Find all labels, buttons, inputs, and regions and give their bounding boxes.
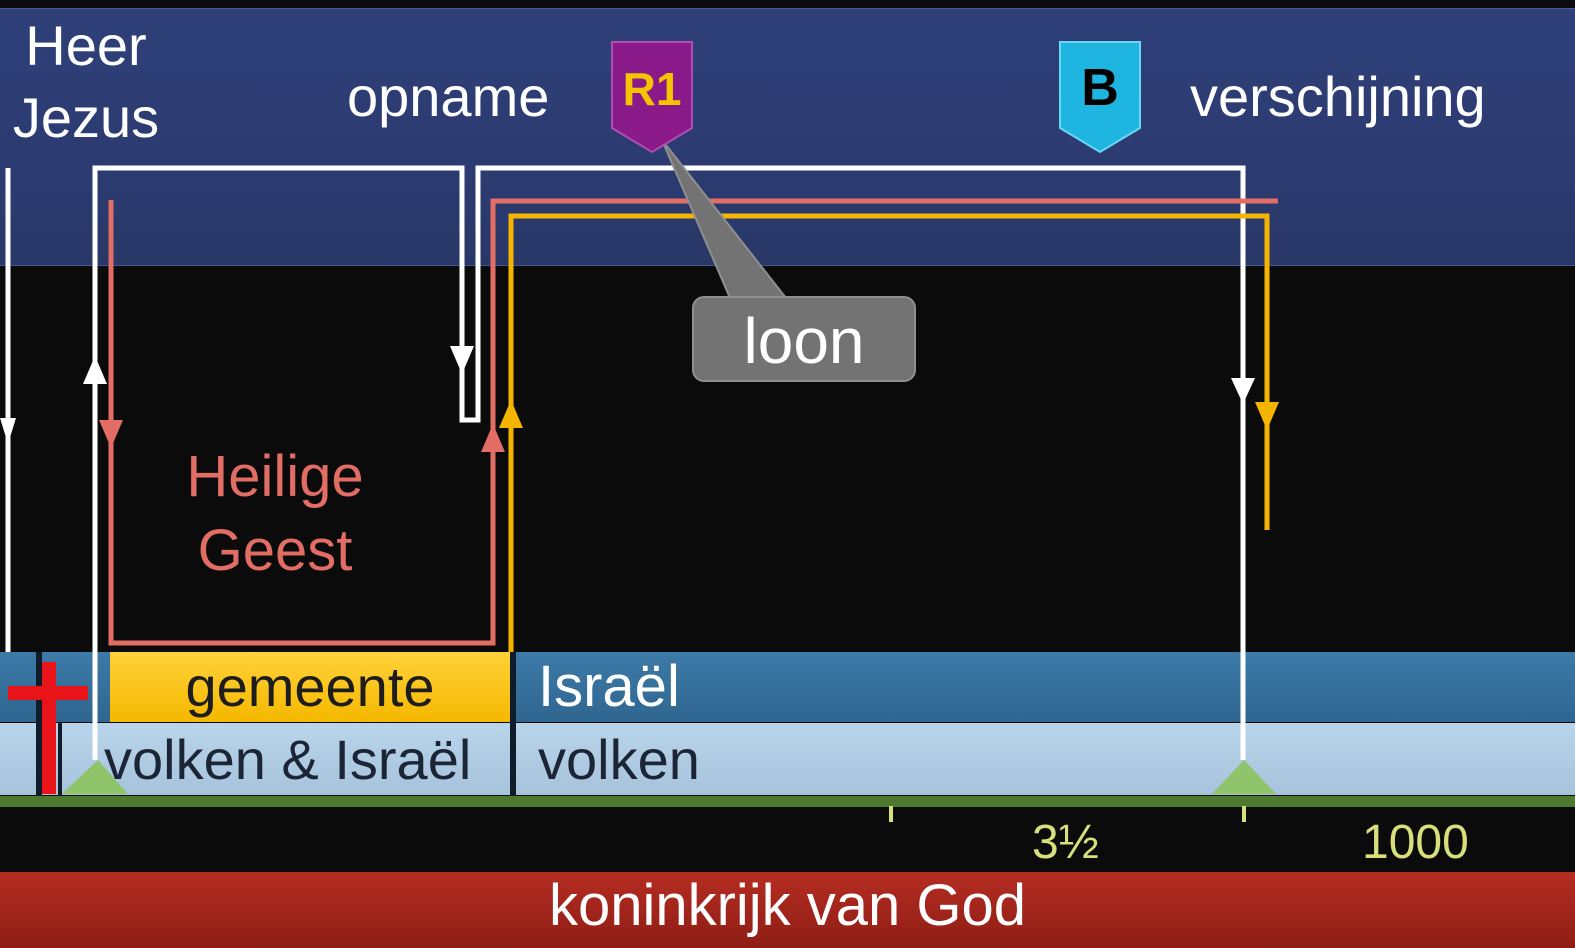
- kingdom-of-god-band: koninkrijk van God: [0, 872, 1575, 948]
- tick-mark: [889, 806, 893, 822]
- israel-label: Israël: [538, 654, 680, 719]
- tick-mark: [1242, 806, 1246, 822]
- arrow-down-icon: [1255, 402, 1279, 430]
- lord-descent-line: [0, 168, 16, 652]
- nations-row: [0, 723, 1575, 795]
- timeline-ground: [0, 796, 1575, 807]
- thousand-years-label: 1000: [1362, 816, 1469, 869]
- nations-label: volken: [538, 728, 700, 791]
- church-segment: gemeente: [110, 652, 510, 722]
- b-badge-icon: [1059, 41, 1141, 154]
- arrow-down-icon: [1231, 378, 1255, 404]
- nations-and-israel-label: volken & Israël: [104, 728, 472, 791]
- holy-spirit-line: [108, 198, 1278, 646]
- arrow-down-icon: [99, 420, 123, 448]
- callout-tail: [661, 139, 789, 299]
- holy-spirit-label: Heilige Geest: [186, 444, 364, 583]
- b-badge-label: B: [1081, 59, 1119, 117]
- row-divider: [58, 723, 62, 796]
- appearing-label: verschijning: [1190, 65, 1486, 128]
- ascension-line: [92, 165, 1246, 760]
- arrow-up-icon: [83, 356, 107, 384]
- row-divider: [36, 652, 42, 796]
- rapture-label: opname: [347, 65, 550, 128]
- heaven-band: [0, 8, 1575, 266]
- three-and-half-years-label: 3½: [1032, 816, 1099, 869]
- r1-badge-icon: [611, 41, 693, 154]
- r1-badge-label: R1: [622, 63, 682, 115]
- arrow-down-icon: [450, 346, 474, 374]
- arrow-up-icon: [481, 424, 505, 452]
- arrow-up-icon: [499, 400, 523, 428]
- reward-callout: loon: [692, 296, 916, 382]
- appearing-marker-icon: [1212, 760, 1276, 794]
- row-divider: [510, 652, 516, 796]
- cross-icon: [8, 662, 88, 794]
- ascension-marker-icon: [62, 760, 128, 794]
- church-line: [508, 213, 1270, 652]
- lord-jesus-label: Heer Jezus: [12, 14, 160, 149]
